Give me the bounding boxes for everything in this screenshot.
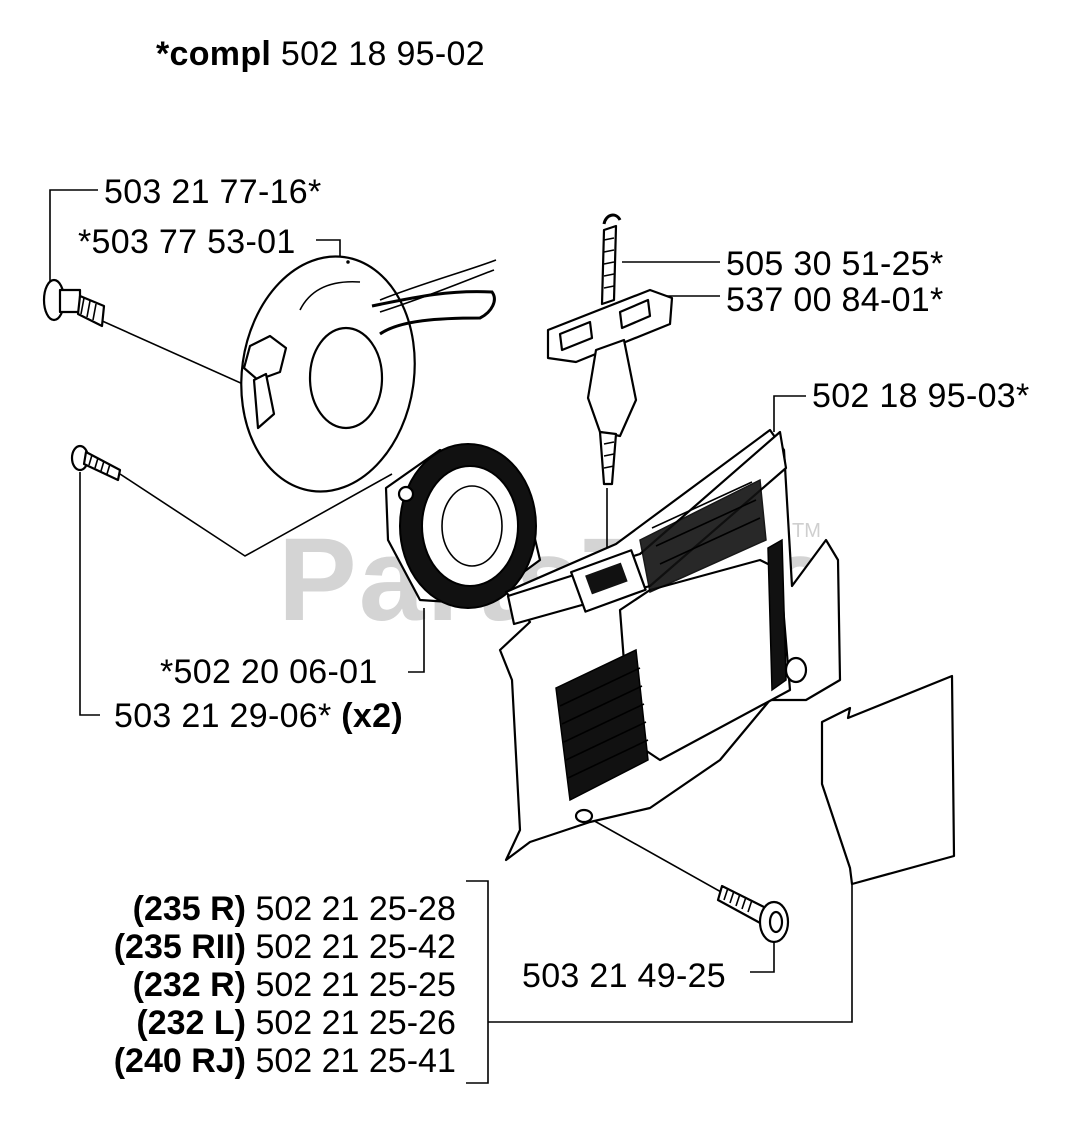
model-part-number: 502 21 25-26 [255,1004,456,1042]
leader-screw-bottom-label [750,940,775,973]
assembly-number: *compl 502 18 95-02 [156,34,485,74]
bracket-models [466,880,489,1084]
assembly-prefix: *compl [156,35,272,73]
model-row: (232 L) 502 21 25-26 [0,1004,456,1042]
starter-pulley-part [240,255,497,493]
model-row: (240 RJ) 502 21 25-41 [0,1042,456,1080]
label-rope: 505 30 51-25* [726,245,944,283]
model-part-number: 502 21 25-41 [255,1042,456,1080]
screw-pair-quantity: (x2) [341,697,403,735]
leader-spring [408,608,425,673]
rope-handle-part [546,213,674,486]
label-spring: *502 20 06-01 [160,653,378,691]
assembly-part-number: 502 18 95-02 [280,35,485,73]
model-part-number: 502 21 25-28 [255,890,456,928]
leader-screw-pair [79,472,100,716]
model-name: (232 R) [132,966,246,1004]
model-row: (235 RII) 502 21 25-42 [0,928,456,966]
bolt-top-part [42,278,106,328]
label-screw-bottom: 503 21 49-25 [522,957,726,995]
plate-part [820,674,956,886]
model-name: (235 R) [132,890,246,928]
leader-lines [49,189,853,1084]
label-screw-pair: 503 21 29-06* (x2) [114,696,403,736]
label-handle: 537 00 84-01* [726,281,944,319]
starter-cover-part [498,428,842,862]
model-name: (235 RII) [113,928,246,966]
model-name: (232 L) [136,1004,246,1042]
leader-screw-left [119,473,393,557]
leader-bolt-top [49,189,98,282]
screw-left-part [70,444,122,482]
model-name: (240 RJ) [113,1042,246,1080]
label-pulley: *503 77 53-01 [78,223,296,261]
model-part-number: 502 21 25-42 [255,928,456,966]
watermark-trademark: TM [792,520,821,542]
screw-bottom-part [716,884,790,944]
model-row: (232 R) 502 21 25-25 [0,966,456,1004]
leader-plate [488,884,853,1023]
label-bolt-top: 503 21 77-16* [104,173,322,211]
leader-screw-bottom [581,813,731,898]
leader-cover [773,395,806,432]
model-part-number: 502 21 25-25 [255,966,456,1004]
screw-pair-number: 503 21 29-06* [114,697,332,735]
spring-housing-part [384,443,542,609]
label-cover: 502 18 95-03* [812,377,1030,415]
model-row: (235 R) 502 21 25-28 [0,890,456,928]
